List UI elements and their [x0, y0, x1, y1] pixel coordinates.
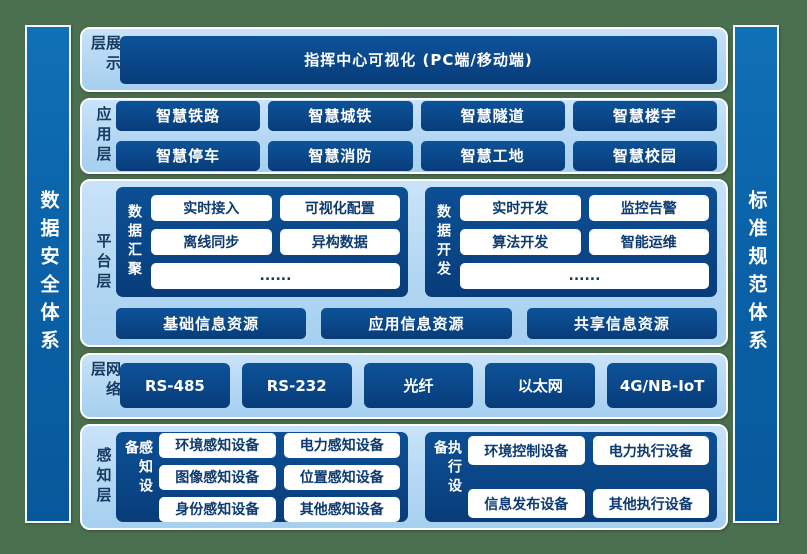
realtime-development-box: 实时开发 — [460, 195, 581, 221]
environment-sensing-device-box: 环境感知设备 — [159, 432, 276, 458]
layer-application-body: 智慧铁路 智慧城铁 智慧隧道 智慧楼宇 智慧停车 智慧消防 智慧工地 智慧校园 — [116, 100, 717, 171]
application-grid: 智慧铁路 智慧城铁 智慧隧道 智慧楼宇 智慧停车 智慧消防 智慧工地 智慧校园 — [116, 100, 717, 171]
power-execution-device-box: 电力执行设备 — [592, 436, 709, 465]
basic-info-resource-box: 基础信息资源 — [116, 308, 307, 339]
layer-presentation-label: 展示层 — [89, 35, 122, 75]
app-box-smart-firefighting: 智慧消防 — [268, 140, 413, 171]
power-sensing-device-box: 电力感知设备 — [283, 432, 400, 458]
command-center-visualization-box: 指挥中心可视化 (PC端/移动端) — [120, 35, 717, 84]
layer-application-label: 应用层 — [94, 105, 113, 166]
identity-sensing-device-box: 身份感知设备 — [159, 496, 276, 522]
platform-groups-row: 数据汇聚 实时接入 可视化配置 离线同步 异构数据 ...... 数据开发 — [116, 187, 717, 297]
heterogeneous-data-box: 异构数据 — [279, 229, 400, 255]
standards-pillar-label: 标准规范体系 — [745, 190, 768, 358]
layer-stack: 展示层 指挥中心可视化 (PC端/移动端) 应用层 智慧铁路 智慧城铁 智慧隧道… — [80, 27, 728, 530]
layer-perception-label: 感知层 — [94, 447, 113, 507]
execution-devices-grid: 环境控制设备 电力执行设备 信息发布设备 其他执行设备 — [468, 436, 709, 518]
realtime-access-box: 实时接入 — [151, 195, 272, 221]
sensing-devices-group: 感知设备 环境感知设备 电力感知设备 图像感知设备 位置感知设备 身份感知设备 … — [116, 432, 408, 522]
data-development-group-label: 数据开发 — [435, 204, 451, 280]
app-box-smart-parking: 智慧停车 — [116, 140, 261, 171]
monitoring-alert-box: 监控告警 — [588, 195, 709, 221]
execution-devices-group: 执行设备 环境控制设备 电力执行设备 信息发布设备 其他执行设备 — [425, 432, 717, 522]
app-box-smart-campus: 智慧校园 — [572, 140, 717, 171]
data-aggregation-group-label: 数据汇聚 — [126, 204, 142, 280]
layer-application: 应用层 智慧铁路 智慧城铁 智慧隧道 智慧楼宇 智慧停车 智慧消防 智慧工地 智… — [80, 97, 728, 174]
layer-platform: 平台层 数据汇聚 实时接入 可视化配置 离线同步 异构数据 ...... — [80, 179, 728, 347]
rs485-box: RS-485 — [120, 363, 230, 408]
app-box-smart-tunnel: 智慧隧道 — [420, 100, 565, 131]
sensing-devices-grid: 环境感知设备 电力感知设备 图像感知设备 位置感知设备 身份感知设备 其他感知设… — [159, 432, 400, 522]
data-development-ellipsis-box: ...... — [460, 263, 709, 289]
data-aggregation-group: 数据汇聚 实时接入 可视化配置 离线同步 异构数据 ...... — [116, 187, 408, 297]
other-sensing-device-box: 其他感知设备 — [283, 496, 400, 522]
layer-network: 网络层 RS-485 RS-232 光纤 以太网 4G/NB-IoT — [80, 352, 728, 419]
offline-sync-box: 离线同步 — [151, 229, 272, 255]
app-box-smart-building: 智慧楼宇 — [572, 100, 717, 131]
layer-platform-body: 数据汇聚 实时接入 可视化配置 离线同步 异构数据 ...... 数据开发 — [116, 187, 717, 339]
layer-presentation: 展示层 指挥中心可视化 (PC端/移动端) — [80, 27, 728, 92]
4g-nb-iot-box: 4G/NB-IoT — [607, 363, 717, 408]
standards-pillar: 标准规范体系 — [733, 25, 779, 523]
data-development-grid: 实时开发 监控告警 算法开发 智能运维 ...... — [460, 195, 709, 289]
layer-presentation-body: 指挥中心可视化 (PC端/移动端) — [120, 35, 717, 84]
data-aggregation-grid: 实时接入 可视化配置 离线同步 异构数据 ...... — [151, 195, 400, 289]
app-box-smart-railway: 智慧铁路 — [116, 100, 261, 131]
rs232-box: RS-232 — [241, 363, 352, 408]
network-grid: RS-485 RS-232 光纤 以太网 4G/NB-IoT — [120, 363, 717, 408]
sensing-devices-group-label: 感知设备 — [123, 440, 153, 497]
intelligent-ops-box: 智能运维 — [588, 229, 709, 255]
layer-network-label: 网络层 — [89, 360, 122, 401]
environment-control-device-box: 环境控制设备 — [468, 436, 585, 465]
optical-fiber-box: 光纤 — [363, 363, 474, 408]
image-sensing-device-box: 图像感知设备 — [159, 464, 276, 490]
other-execution-device-box: 其他执行设备 — [592, 489, 709, 518]
execution-devices-group-label: 执行设备 — [432, 440, 462, 497]
resource-row: 基础信息资源 应用信息资源 共享信息资源 — [116, 308, 717, 339]
algorithm-development-box: 算法开发 — [460, 229, 581, 255]
data-aggregation-ellipsis-box: ...... — [151, 263, 400, 289]
layer-perception: 感知层 感知设备 环境感知设备 电力感知设备 图像感知设备 位置感知设备 身份感… — [80, 424, 728, 530]
shared-info-resource-box: 共享信息资源 — [526, 308, 717, 339]
location-sensing-device-box: 位置感知设备 — [283, 464, 400, 490]
info-publishing-device-box: 信息发布设备 — [468, 489, 585, 518]
data-security-pillar: 数据安全体系 — [25, 25, 71, 523]
layer-perception-body: 感知设备 环境感知设备 电力感知设备 图像感知设备 位置感知设备 身份感知设备 … — [116, 432, 717, 522]
visual-config-box: 可视化配置 — [279, 195, 400, 221]
application-info-resource-box: 应用信息资源 — [321, 308, 512, 339]
layer-network-body: RS-485 RS-232 光纤 以太网 4G/NB-IoT — [120, 361, 717, 411]
ethernet-box: 以太网 — [485, 363, 596, 408]
data-development-group: 数据开发 实时开发 监控告警 算法开发 智能运维 ...... — [425, 187, 717, 297]
data-security-pillar-label: 数据安全体系 — [37, 190, 60, 358]
app-box-smart-construction: 智慧工地 — [420, 140, 565, 171]
layer-platform-label: 平台层 — [94, 233, 113, 293]
app-box-smart-metro: 智慧城铁 — [268, 100, 413, 131]
